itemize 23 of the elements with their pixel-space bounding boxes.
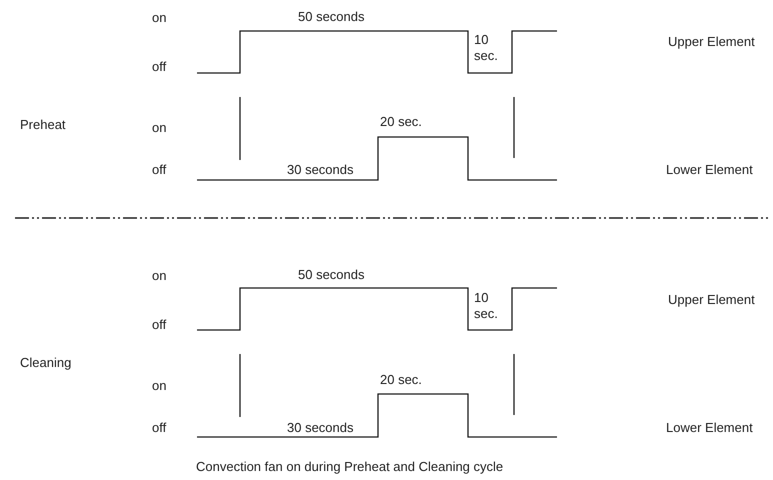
duration-label: 10 sec. [474, 290, 499, 322]
state-label: on [152, 120, 166, 136]
duration-label: 20 sec. [380, 114, 422, 130]
duration-label: 10 sec. [474, 32, 499, 64]
duration-label: 20 sec. [380, 372, 422, 388]
state-label: on [152, 268, 166, 284]
state-label: off [152, 420, 166, 436]
state-label: on [152, 378, 166, 394]
state-label: on [152, 10, 166, 26]
state-label: off [152, 59, 166, 75]
caption: Convection fan on during Preheat and Cleaning cycle [196, 459, 504, 475]
state-label: off [152, 162, 166, 178]
signal-name: Upper Element [668, 292, 755, 308]
duration-label: 30 seconds [287, 420, 354, 436]
cycle-name: Cleaning [20, 355, 72, 371]
signal-name: Upper Element [668, 34, 755, 50]
state-label: off [152, 317, 166, 333]
cycle-name: Preheat [20, 117, 66, 133]
signal-name: Lower Element [666, 162, 753, 178]
duration-label: 30 seconds [287, 162, 354, 178]
duration-label: 50 seconds [298, 9, 364, 25]
duration-label: 50 seconds [298, 267, 364, 283]
signal-name: Lower Element [666, 420, 753, 436]
